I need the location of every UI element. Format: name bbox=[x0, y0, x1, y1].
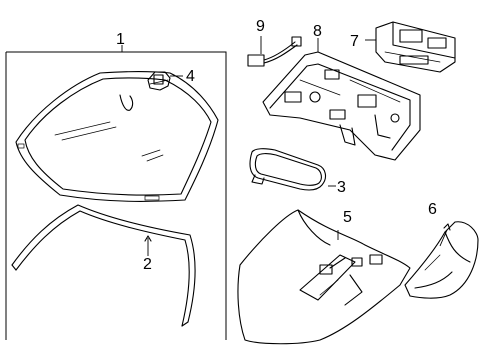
wiring-connector bbox=[247, 36, 302, 67]
callout-2: 2 bbox=[143, 256, 152, 273]
callout-8: 8 bbox=[313, 23, 322, 40]
callout-6: 6 bbox=[428, 201, 437, 218]
callout-4: 4 bbox=[186, 68, 195, 85]
windshield-molding bbox=[11, 204, 196, 327]
sensor-bracket bbox=[147, 71, 183, 91]
mirror-cover-upper bbox=[404, 221, 479, 299]
callout-9: 9 bbox=[256, 18, 265, 35]
mirror-bracket bbox=[262, 38, 421, 161]
callout-3: 3 bbox=[337, 179, 346, 196]
windshield-group-frame bbox=[5, 45, 227, 340]
callout-7: 7 bbox=[350, 33, 359, 50]
callout-1: 1 bbox=[116, 31, 125, 48]
callout-5: 5 bbox=[343, 209, 352, 226]
rear-view-mirror bbox=[249, 148, 336, 191]
sensor-module bbox=[365, 21, 456, 73]
windshield-glass bbox=[15, 70, 219, 202]
mirror-cover-lower bbox=[237, 209, 411, 345]
